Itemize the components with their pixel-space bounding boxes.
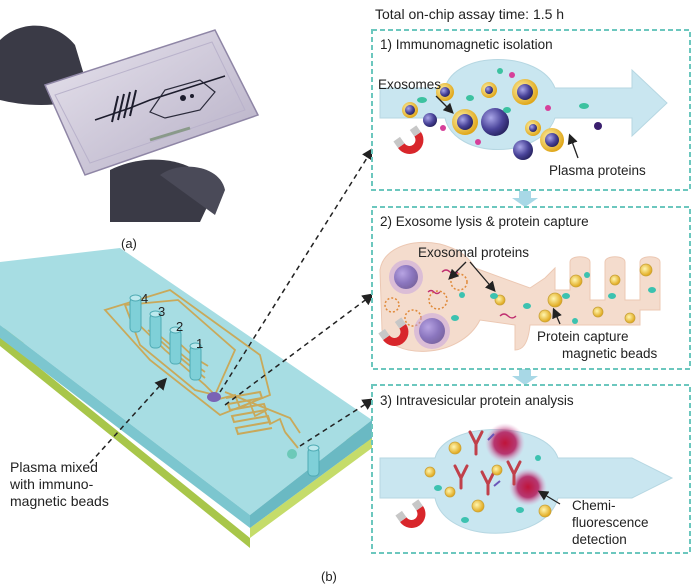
step2-heading: 2) Exosome lysis & protein capture bbox=[380, 214, 589, 229]
step3-detection-label-line1: Chemi- bbox=[572, 498, 616, 513]
inlet-note-line-3: magnetic beads bbox=[10, 493, 109, 509]
magnet-icon-3 bbox=[395, 499, 426, 528]
step2-panel bbox=[371, 206, 691, 370]
step1-plasma-proteins-label: Plasma proteins bbox=[549, 163, 646, 178]
step2-exosomal-proteins-label: Exosomal proteins bbox=[418, 245, 529, 260]
step3-detection-label-line3: detection bbox=[572, 532, 627, 547]
step1-exosomes-label: Exosomes bbox=[378, 77, 441, 92]
inlet-note-line-1: Plasma mixed bbox=[10, 459, 98, 475]
chip-illustration bbox=[0, 248, 372, 548]
step3-heading: 3) Intravesicular protein analysis bbox=[380, 393, 574, 408]
chip-photo bbox=[0, 0, 260, 225]
step2-capture-label-line2: magnetic beads bbox=[562, 346, 658, 361]
magnet-icon-2 bbox=[378, 317, 409, 346]
inlet-note-line-2: with immuno- bbox=[9, 476, 94, 492]
magnet-icon-1 bbox=[393, 125, 424, 154]
step3-panel bbox=[371, 384, 691, 554]
connector-arrows bbox=[89, 147, 375, 464]
port-label-4: 4 bbox=[141, 291, 148, 306]
panel-label-b: (b) bbox=[321, 569, 337, 584]
step3-detection-label-line2: fluorescence bbox=[572, 515, 649, 530]
port-label-1: 1 bbox=[196, 336, 203, 351]
step1-heading: 1) Immunomagnetic isolation bbox=[380, 37, 553, 52]
port-label-2: 2 bbox=[176, 319, 183, 334]
assay-time-title: Total on-chip assay time: 1.5 h bbox=[375, 6, 564, 22]
panel-label-a: (a) bbox=[121, 236, 137, 251]
step-arrow-1-2 bbox=[512, 191, 538, 207]
step1-panel bbox=[371, 29, 691, 191]
port-label-3: 3 bbox=[158, 304, 165, 319]
step-arrow-2-3 bbox=[512, 369, 538, 385]
step2-capture-label-line1: Protein capture bbox=[537, 329, 629, 344]
